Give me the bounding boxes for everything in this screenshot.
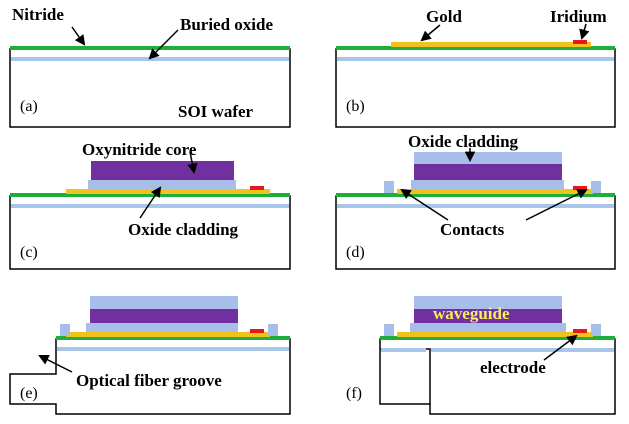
nitride-layer: [336, 193, 615, 197]
contact-left: [384, 181, 394, 193]
panel-tag: (f): [346, 385, 362, 402]
panel-tag: (c): [20, 244, 38, 261]
gold-arrow: [420, 24, 441, 42]
iridium-arrow: [579, 23, 590, 41]
cladding-label: Oxide cladding: [128, 220, 239, 239]
iridium-pad: [250, 186, 264, 190]
iridium-label: Iridium: [550, 7, 607, 26]
cladding-arrow: [139, 186, 162, 219]
iridium-pad: [573, 329, 587, 333]
groove-arrow: [38, 355, 73, 373]
waveguide-label: waveguide: [433, 304, 510, 323]
oxide-cladding-upper: [90, 296, 238, 309]
substrate: [335, 48, 616, 128]
panel-f: waveguide electrode (f): [346, 296, 616, 415]
gold-layer: [397, 189, 593, 194]
panel-tag: (b): [346, 98, 365, 115]
contact-right: [591, 324, 601, 336]
buried-oxide-layer-right: [431, 348, 614, 352]
core-label: Oxynitride core: [82, 140, 197, 159]
buried-oxide-label: Buried oxide: [180, 15, 273, 34]
oxide-cladding-lower: [410, 323, 566, 332]
nitride-layer: [380, 336, 615, 340]
panel-tag: (a): [20, 98, 38, 115]
substrate: [335, 195, 616, 270]
contact-right: [591, 181, 601, 193]
gold-layer: [66, 332, 270, 337]
iridium-pad: [573, 186, 587, 190]
electrode-arrow: [543, 334, 578, 361]
oxynitride-core: [414, 164, 562, 180]
iridium-pad: [250, 329, 264, 333]
cladding-label: Oxide cladding: [408, 132, 519, 151]
panel-c: Oxynitride core Oxide cladding (c): [9, 140, 291, 270]
oxynitride-core: [90, 309, 238, 323]
panel-e: Optical fiber groove (e): [9, 296, 291, 415]
panel-tag: (d): [346, 244, 365, 261]
nitride-layer: [56, 336, 290, 340]
electrode-label: electrode: [480, 358, 546, 377]
oxynitride-core: [414, 309, 562, 323]
contacts-arrow-left: [400, 188, 449, 221]
contact-left: [384, 324, 394, 336]
gold-layer: [391, 42, 591, 47]
buried-oxide-layer: [381, 348, 426, 352]
buried-oxide-arrow: [148, 29, 179, 60]
gold-layer: [397, 332, 593, 337]
oxide-cladding-lower: [88, 180, 236, 189]
iridium-pad: [573, 40, 587, 44]
panel-b: Gold Iridium (b): [335, 7, 616, 128]
buried-oxide-layer: [337, 57, 614, 61]
nitride-label: Nitride: [12, 5, 64, 24]
contacts-arrow-right: [525, 189, 588, 221]
substrate: [9, 48, 291, 128]
nitride-layer: [10, 193, 290, 197]
buried-oxide-layer: [337, 204, 614, 208]
contact-left: [60, 324, 70, 336]
etched-substrate: [9, 338, 291, 415]
nitride-layer: [336, 46, 615, 50]
contact-right: [268, 324, 278, 336]
nitride-layer: [10, 46, 290, 50]
nitride-arrow: [71, 26, 86, 46]
panel-d: Oxide cladding Contacts (d): [335, 132, 616, 270]
buried-oxide-layer: [11, 204, 289, 208]
groove-label: Optical fiber groove: [76, 371, 222, 390]
oxide-cladding-lower: [411, 180, 564, 189]
panel-tag: (e): [20, 385, 38, 402]
substrate: [9, 195, 291, 270]
panel-a: Nitride Buried oxide SOI wafer (a): [9, 5, 291, 128]
gold-label: Gold: [426, 7, 462, 26]
oxide-cladding-upper: [414, 152, 562, 164]
buried-oxide-layer: [57, 347, 289, 351]
oxide-cladding-upper: [414, 296, 562, 309]
core-arrow: [187, 151, 198, 175]
oxynitride-core: [91, 161, 234, 180]
oxide-cladding-lower: [86, 323, 238, 332]
contacts-label: Contacts: [440, 220, 505, 239]
wafer-label: SOI wafer: [178, 102, 254, 121]
gold-layer: [66, 189, 270, 194]
